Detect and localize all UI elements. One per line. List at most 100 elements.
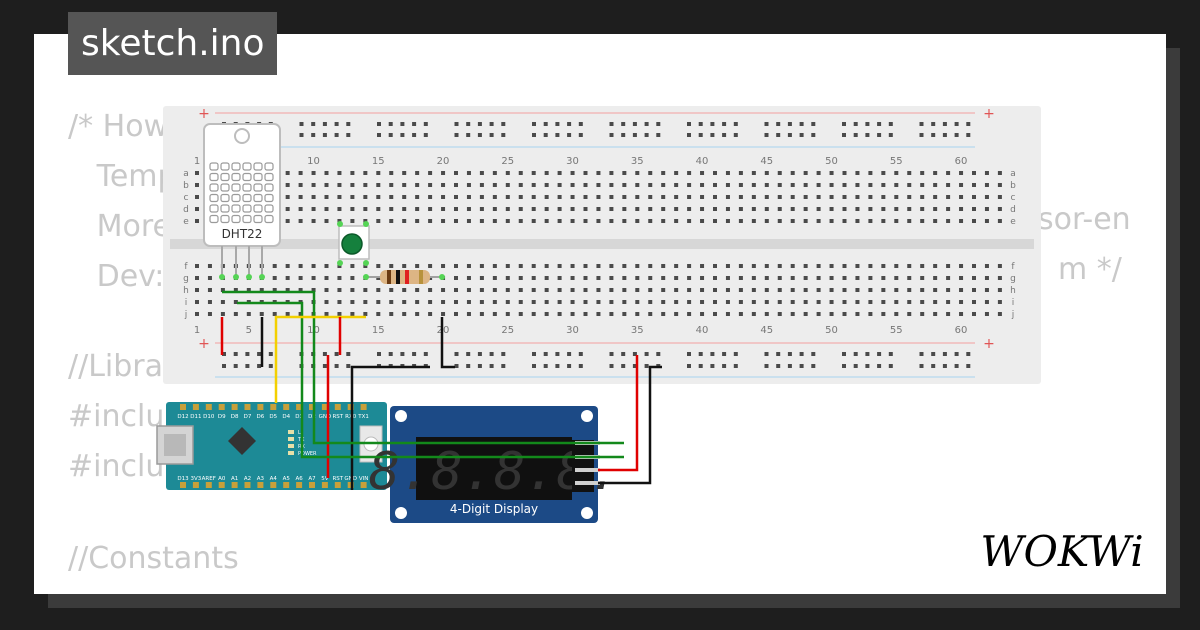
breadboard-hole <box>428 171 433 175</box>
breadboard-rail-hole <box>698 364 703 368</box>
breadboard-hole <box>454 207 458 211</box>
breadboard-hole <box>635 207 640 211</box>
wire-green-clk <box>312 403 624 445</box>
nano-pin <box>283 404 290 410</box>
breadboard-hole <box>997 183 1002 187</box>
breadboard-hole <box>829 300 834 304</box>
breadboard-hole <box>700 300 705 304</box>
breadboard-hole <box>894 300 899 304</box>
breadboard-hole <box>881 312 886 316</box>
breadboard-hole <box>713 312 717 316</box>
breadboard-hole <box>635 171 640 175</box>
grille-slot <box>231 193 241 203</box>
breadboard-hole <box>285 312 290 316</box>
nano-led <box>288 437 294 441</box>
nano-pin-label: A0 <box>218 476 226 482</box>
breadboard-hole <box>557 264 562 268</box>
code-line: #inclu <box>68 449 165 484</box>
breadboard-hole <box>997 264 1002 268</box>
breadboard-hole <box>311 195 316 199</box>
breadboard-hole <box>531 300 536 304</box>
breadboard-rail-hole <box>621 364 626 368</box>
breadboard-hole <box>337 195 342 199</box>
breadboard-rail-hole <box>942 352 947 356</box>
breadboard-hole <box>544 195 549 199</box>
breadboard-hole <box>894 264 899 268</box>
breadboard-hole <box>596 312 601 316</box>
breadboard-hole <box>764 219 769 223</box>
column-number: 25 <box>501 325 514 336</box>
file-name-tab[interactable]: sketch.ino <box>68 12 278 75</box>
display-pin <box>575 468 600 472</box>
nano-led <box>288 444 294 448</box>
breadboard-hole <box>544 276 549 280</box>
breadboard-hole <box>285 207 290 211</box>
pushbutton[interactable] <box>337 221 370 266</box>
breadboard-hole <box>531 183 536 187</box>
rail-plus-top-left: + <box>198 106 210 122</box>
breadboard-hole <box>285 183 290 187</box>
breadboard-hole <box>661 300 666 304</box>
breadboard-hole <box>415 219 420 223</box>
breadboard-hole <box>777 264 782 268</box>
pushbutton-cap[interactable] <box>341 233 363 255</box>
breadboard-hole <box>984 207 989 211</box>
breadboard-hole <box>738 195 743 199</box>
breadboard-rail-hole <box>811 352 816 356</box>
breadboard-rail-hole <box>400 133 405 137</box>
breadboard-hole <box>207 300 212 304</box>
code-line: //Constants <box>68 541 239 576</box>
breadboard-hole <box>492 276 497 280</box>
breadboard-hole <box>324 300 329 304</box>
breadboard-hole <box>207 276 212 280</box>
breadboard-hole <box>803 219 808 223</box>
nano-board <box>166 402 387 490</box>
breadboard-hole <box>959 207 964 211</box>
grille-slot <box>209 204 219 213</box>
breadboard-hole <box>350 183 355 187</box>
breadboard-hole <box>635 195 640 199</box>
breadboard-hole <box>764 300 769 304</box>
row-letter: h <box>183 286 189 296</box>
row-letter: g <box>183 274 189 284</box>
row-letter: d <box>1010 205 1016 215</box>
breadboard-hole <box>428 195 433 199</box>
column-number: 35 <box>631 325 644 336</box>
code-line: #define DHTPIN 2 // what pin we're conne… <box>68 591 843 594</box>
breadboard-rail-hole <box>578 352 583 356</box>
breadboard-rail-hole <box>799 364 804 368</box>
breadboard-hole <box>713 219 717 223</box>
breadboard-hole <box>997 195 1002 199</box>
breadboard-hole <box>972 171 976 175</box>
dht22-pin-dot <box>233 274 239 280</box>
breadboard-rail-hole <box>698 122 703 126</box>
breadboard-hole <box>479 195 484 199</box>
breadboard-hole <box>777 276 782 280</box>
breadboard-hole <box>648 219 653 223</box>
breadboard-rail-hole <box>931 352 936 356</box>
breadboard-hole <box>635 219 640 223</box>
breadboard-hole <box>570 264 575 268</box>
breadboard-hole <box>959 276 964 280</box>
breadboard-hole <box>700 264 705 268</box>
breadboard-hole <box>389 264 394 268</box>
breadboard-hole <box>920 195 925 199</box>
breadboard-hole <box>609 219 614 223</box>
breadboard-hole <box>920 288 925 292</box>
breadboard-hole <box>402 219 407 223</box>
breadboard-hole <box>557 276 562 280</box>
pushbutton-pin <box>337 221 343 227</box>
breadboard-hole <box>337 288 342 292</box>
breadboard-hole <box>415 264 420 268</box>
breadboard-hole <box>428 264 433 268</box>
breadboard-hole <box>842 312 847 316</box>
breadboard-hole <box>220 300 225 304</box>
breadboard-hole <box>881 195 886 199</box>
nano-pin-label: GND <box>344 476 357 482</box>
breadboard-hole <box>518 300 523 304</box>
breadboard-hole <box>868 219 873 223</box>
breadboard-rail-hole <box>853 133 858 137</box>
nano-pin-label: A7 <box>308 476 316 482</box>
breadboard-rail-hole <box>687 364 691 368</box>
nano-pin <box>334 404 341 410</box>
